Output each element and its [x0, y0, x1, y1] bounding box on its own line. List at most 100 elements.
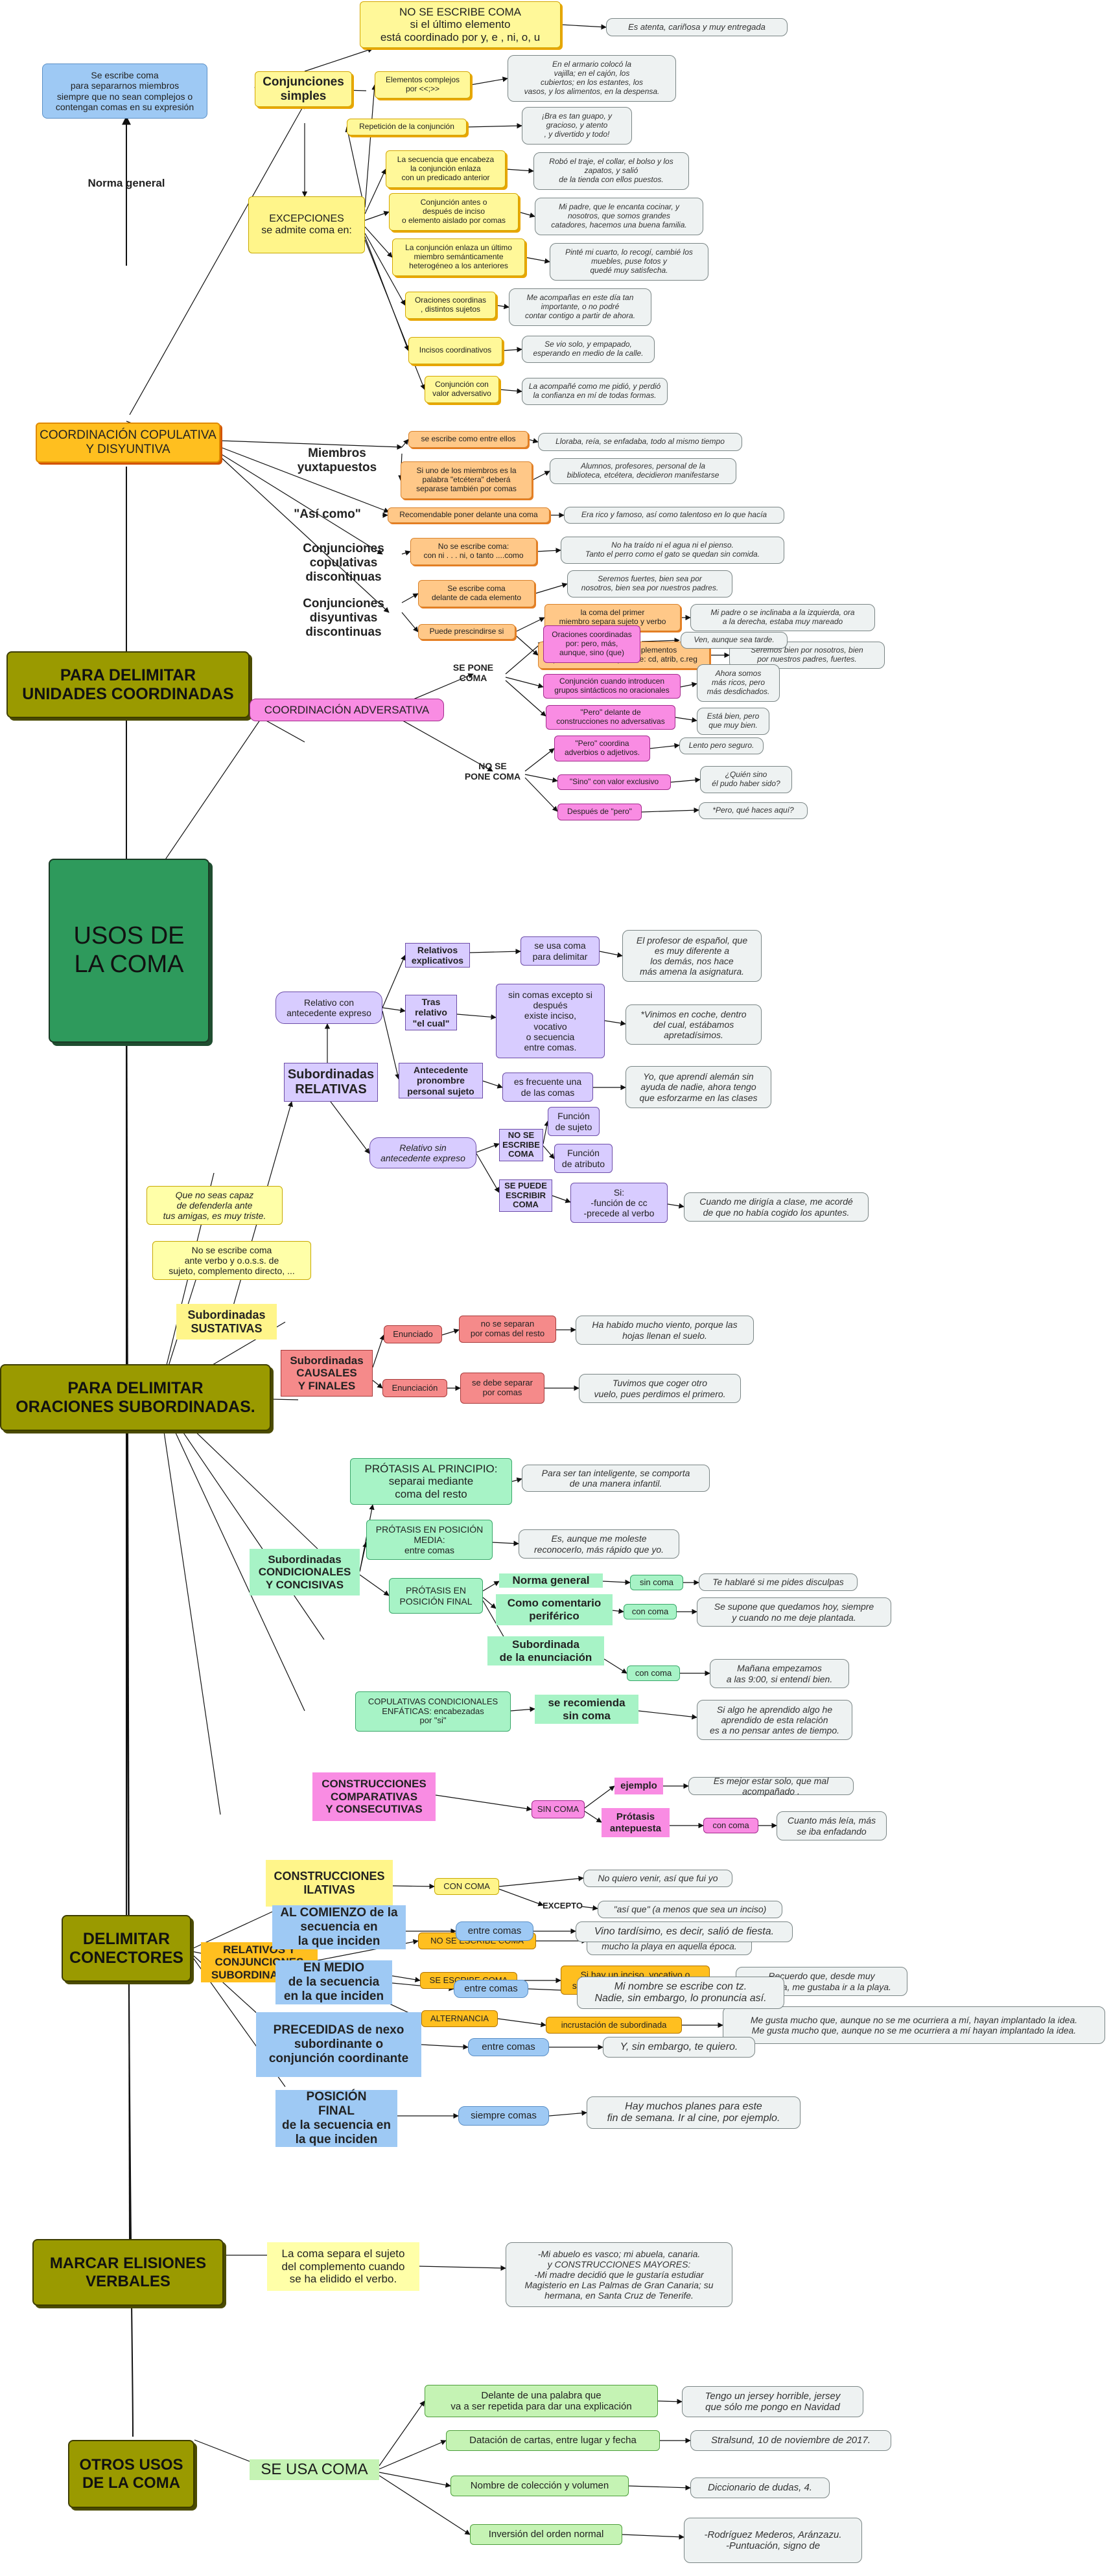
disyuntivas-main: Conjunciones disyuntivas discontinuas [303, 597, 384, 639]
disyuntivas-sub-example-0: Mi padre o se inclinaba a la izquierda, … [690, 604, 875, 631]
section-elisiones: MARCAR ELISIONES VERBALES [32, 2239, 224, 2306]
enunciacion-con-coma: con coma [627, 1665, 680, 1681]
conector-position: PRECEDIDAS de nexo subordinante o conjun… [256, 2012, 421, 2077]
adversativa-nopone-rule: "Pero" coordina adverbios o adjetivos. [554, 736, 650, 761]
miembros-example: Alumnos, profesores, personal de la bibl… [550, 458, 736, 484]
no-se-escribe-coma-rel: NO SE ESCRIBE COMA [499, 1129, 543, 1161]
sustantivas-example: Que no seas capaz de defenderla ante tus… [146, 1186, 283, 1225]
conector-rule: entre comas [456, 1921, 533, 1941]
enunciacion: Enunciación [382, 1379, 447, 1397]
adversativa-pone-rule: Conjunción cuando introducen grupos sint… [543, 674, 681, 699]
ilativas-excepto-example: "así que" (a menos que sea un inciso) [598, 1901, 782, 1918]
miembros-rule: Si uno de los miembros es la palabra "et… [401, 461, 532, 499]
adversativa-pone-example: Está bien, pero que muy bien. [697, 708, 769, 735]
ejemplo-label: ejemplo [614, 1778, 663, 1794]
norma-general-cond: Norma general [499, 1573, 603, 1588]
conector-rule: entre comas [454, 1980, 528, 1998]
adversativa-pone-rule: "Pero" delante de construcciones no adve… [546, 705, 675, 730]
otros-example: Diccionario de dudas, 4. [690, 2477, 830, 2498]
subordinadas-sustantivas: Subordinadas SUSTATIVAS [176, 1304, 277, 1340]
coordinacion-adversativa: COORDINACIÓN ADVERSATIVA [250, 699, 444, 721]
conector-example: Mi nombre se escribe con tz. Nadie, sin … [577, 1977, 784, 2009]
se-usa-coma: SE USA COMA [250, 2459, 379, 2480]
antecedente-pronombre: Antecedente pronombre personal sujeto [399, 1063, 483, 1098]
ilativas-con-coma: CON COMA [434, 1878, 499, 1895]
funcion-sujeto: Función de sujeto [548, 1107, 600, 1136]
asi-como-rule: Recomendable poner delante una coma [388, 507, 550, 523]
excepcion-example: Robó el traje, el collar, el bolso y los… [533, 152, 689, 190]
conjunciones-copulativas-discontinuas: Conjunciones copulativas discontinuas [303, 542, 384, 584]
comparativas-ejemplo: Es mejor estar solo, que mal acompañado … [688, 1776, 854, 1796]
excepciones: EXCEPCIONES se admite coma en: [248, 196, 365, 253]
top-rule: NO SE ESCRIBE COMA si el último elemento… [360, 1, 561, 48]
excepcion-example: En el armario colocó la vajilla; en el c… [508, 55, 676, 102]
conector-position: AL COMIENZO de la secuencia en la que in… [272, 1905, 406, 1949]
otros-rule: Delante de una palabra que va a ser repe… [425, 2385, 658, 2417]
protasis-principio: PRÓTASIS AL PRINCIPIO: separai mediante … [350, 1458, 512, 1505]
relativos-explicativos: Relativos explicativos [405, 943, 470, 968]
explicativos-rule: se usa coma para delimitar [520, 936, 600, 966]
recomienda-example: Si algo he aprendido algo he aprendido d… [697, 1700, 852, 1740]
otros-rule: Datación de cartas, entre lugar y fecha [446, 2430, 660, 2451]
antecedente-rule: es frecuente una de las comas [502, 1073, 593, 1102]
asi-como: "Así como" [294, 507, 361, 522]
enunciacion-rule: se debe separar por comas [460, 1373, 544, 1404]
cond-sin-coma: sin coma [630, 1575, 683, 1590]
adversativa-nopone-rule: Después de "pero" [557, 804, 642, 820]
excepcion-example: Se vio solo, y empapado, esperando en me… [522, 336, 655, 363]
tras-el-cual: Tras relativo "el cual" [405, 995, 457, 1030]
se-pone-coma: SE PONE COMA [452, 662, 494, 683]
adversativa-pone-example: Ven, aunque sea tarde. [681, 632, 788, 649]
adversativa-pone-rule: Oraciones coordinadas por: pero, más, au… [543, 625, 640, 663]
no-se-pone-coma: NO SE PONE COMA [464, 760, 521, 782]
sustantivas-rule: No se escribe coma ante verbo y o.o.s.s.… [152, 1241, 311, 1280]
excepcion-rule: Conjunción con valor adversativo [425, 376, 499, 403]
subordinada-enunciacion: Subordinada de la enunciación [487, 1636, 604, 1665]
adversativa-nopone-example: ¿Quién sino él pudo haber sido? [700, 766, 792, 793]
disyuntivas-rule-1: Puede prescindirse si [418, 624, 515, 640]
otros-rule: Inversión del orden normal [470, 2524, 622, 2545]
adversativa-nopone-rule: "Sino" con valor exclusivo [557, 774, 671, 790]
elisiones-example: -Mi abuelo es vasco; mi abuela, canaria.… [506, 2242, 732, 2307]
protasis-principio-example: Para ser tan inteligente, se comporta de… [522, 1465, 710, 1492]
asi-como-example: Era rico y famoso, así como talentoso en… [564, 507, 784, 524]
adversativa-nopone-example: Lento pero seguro. [679, 737, 764, 754]
norma-general-label: Norma general [88, 177, 165, 190]
adversativa-nopone-example: *Pero, qué haces aquí? [699, 802, 808, 819]
funcion-atributo: Función de atributo [554, 1144, 613, 1173]
tras-rule: sin comas excepto si después existe inci… [496, 984, 605, 1058]
protasis-antepuesta: Prótasis antepuesta [602, 1808, 670, 1837]
elisiones-rule: La coma separa el sujeto del complemento… [267, 2242, 419, 2291]
ilativas-example: No quiero venir, así que fui yo [583, 1870, 732, 1887]
relconj-alternancia-rule: incrustación de subordinada [546, 2017, 682, 2034]
miembros-example: Lloraba, reía, se enfadaba, todo al mism… [538, 433, 742, 451]
tras-example: *Vinimos en coche, dentro del cual, está… [626, 1004, 762, 1045]
coordinacion-copulativa-head: COORDINACIÓN COPULATIVA Y DISYUNTIVA [36, 423, 220, 463]
copulativas-enfaticas: COPULATIVAS CONDICIONALES ENFÁTICAS: enc… [355, 1691, 511, 1732]
conector-example: Y, sin embargo, te quiero. [603, 2037, 755, 2058]
excepcion-rule: Oraciones coordinas , distintos sujetos [405, 292, 496, 319]
excepcion-example: Me acompañas en este día tan importante,… [509, 288, 651, 326]
protasis-media: PRÓTASIS EN POSICIÓN MEDIA: entre comas [366, 1520, 493, 1560]
disyuntivas-rule-0: Se escribe coma delante de cada elemento [418, 580, 535, 607]
puede-example: Cuando me dirigía a clase, me acordé de … [684, 1192, 869, 1222]
excepcion-rule: Elementos complejos por <<;>> [375, 71, 471, 99]
discontinuas-example: No ha traído ni el agua ni el pienso. Ta… [561, 537, 784, 564]
conector-position: POSICIÓN FINAL de la secuencia en la que… [275, 2090, 397, 2147]
excepcion-example: Mi padre, que le encanta cocinar, y noso… [535, 198, 703, 235]
conector-example: Vino tardísimo, es decir, salió de fiest… [576, 1921, 793, 1942]
top-rule-example: Es atenta, cariñosa y muy entregada [606, 18, 788, 36]
enunciado-rule: no se separan por comas del resto [459, 1316, 556, 1343]
section-conectores: DELIMITAR CONECTORES [62, 1915, 191, 1982]
relconj-alternancia-example: Me gusta mucho que, aunque no se me ocur… [723, 2006, 1105, 2044]
enunciado-example: Ha habido mucho viento, porque las hojas… [576, 1316, 754, 1345]
cond-con-coma: con coma [624, 1604, 677, 1619]
subordinadas-causales: Subordinadas CAUSALES Y FINALES [281, 1350, 373, 1397]
relativo-sin-antecedente: Relativo sin antecedente expreso [369, 1137, 476, 1168]
discontinuas-rule: No se escribe coma: con ni . . . ni, o t… [410, 538, 537, 565]
section-subordinadas: PARA DELIMITAR ORACIONES SUBORDINADAS. [0, 1364, 271, 1431]
section-coordinadas: PARA DELIMITAR UNIDADES COORDINADAS [6, 651, 250, 718]
norma-general-box: Se escribe coma para separarnos miembros… [42, 64, 207, 119]
section-otros: OTROS USOS DE LA COMA [68, 2440, 194, 2508]
construcciones-ilativas: CONSTRUCCIONES ILATIVAS [266, 1860, 393, 1907]
